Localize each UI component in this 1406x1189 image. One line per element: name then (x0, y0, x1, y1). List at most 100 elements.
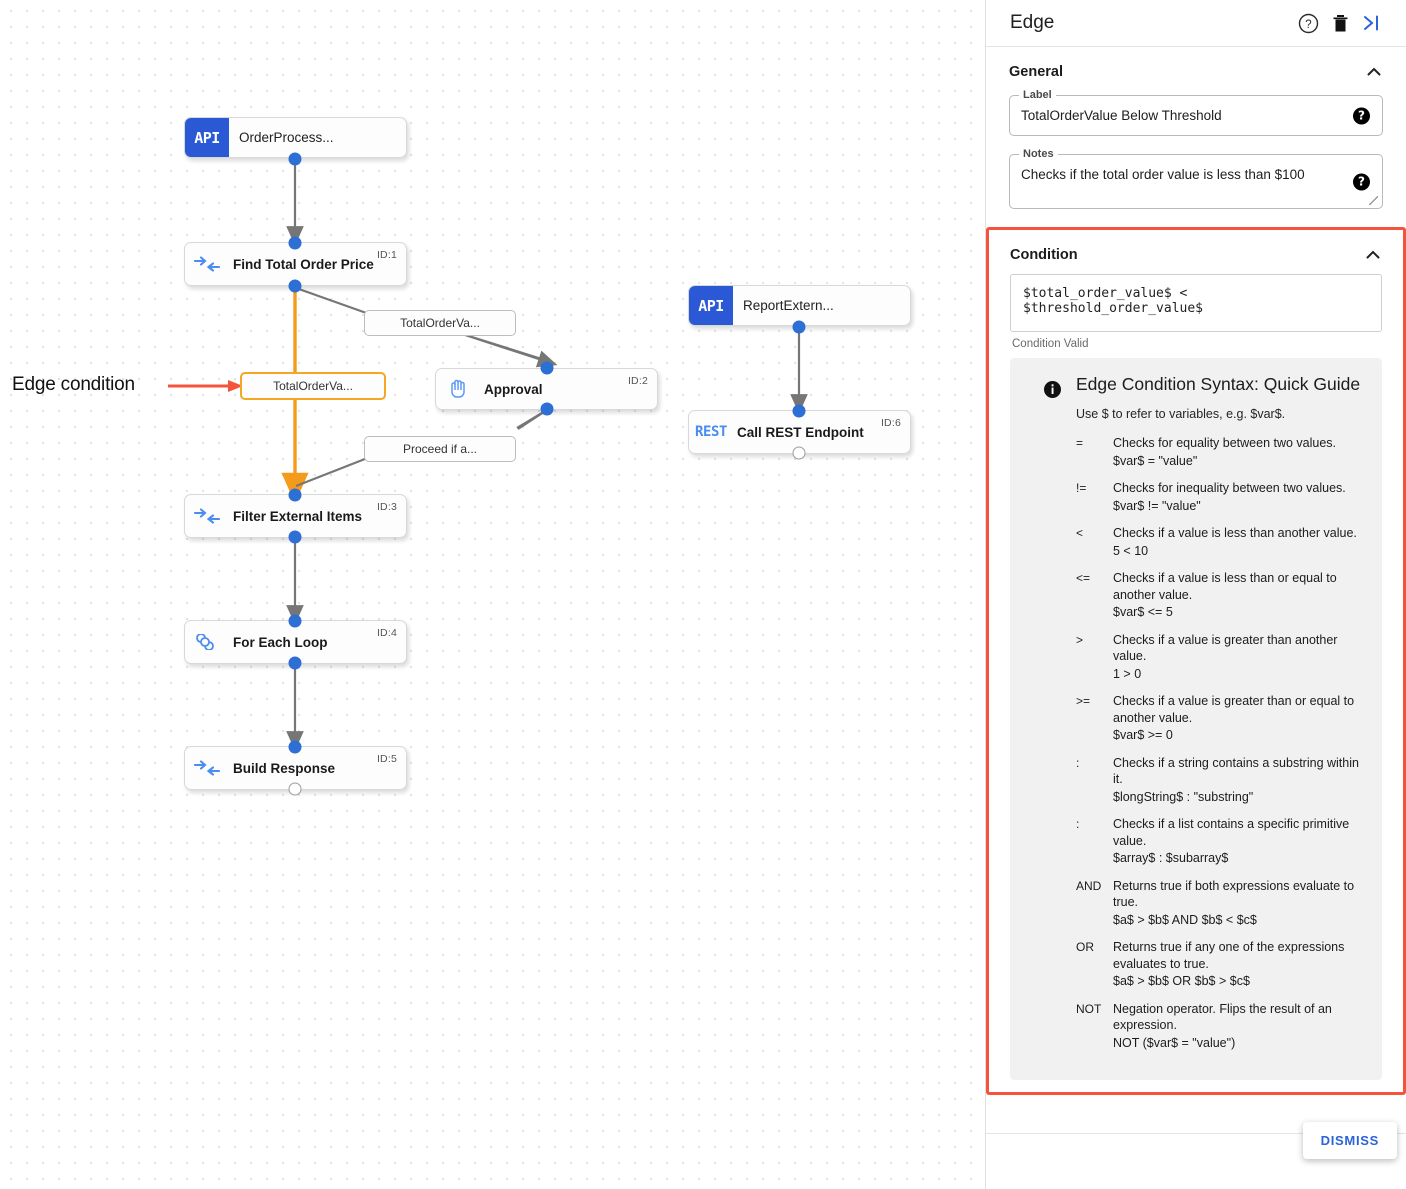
operator-example: $longString$ : "substring" (1113, 789, 1254, 804)
operator-example: $var$ <= 5 (1113, 605, 1173, 619)
node-output-port[interactable] (792, 320, 806, 334)
operator-description-block: Checks if a list contains a specific pri… (1113, 816, 1364, 867)
operator-description-block: Negation operator. Flips the result of a… (1113, 1001, 1364, 1052)
operator-description: Checks for equality between two values. (1113, 436, 1337, 450)
operator-example: 1 > 0 (1113, 666, 1142, 681)
node-output-port[interactable] (288, 782, 302, 796)
edge-properties-panel: Edge ? General Label TotalOrderValue Bel… (985, 0, 1406, 1189)
operator-description-block: Checks if a value is less than another v… (1113, 525, 1364, 559)
operator-description: Checks if a string contains a substring … (1113, 755, 1359, 787)
node-title: Filter External Items (233, 508, 363, 524)
node-output-port[interactable] (792, 446, 806, 460)
operator-symbol: NOT (1076, 1001, 1102, 1016)
node-input-port[interactable] (288, 488, 302, 502)
operator-row: >=Checks if a value is greater than or e… (1076, 693, 1364, 744)
operator-description-block: Checks if a value is greater than anothe… (1113, 632, 1364, 683)
node-id-label: ID:3 (376, 501, 397, 513)
operator-example: $a$ > $b$ AND $b$ < $c$ (1113, 912, 1257, 927)
svg-text:?: ? (1305, 18, 1311, 30)
notes-help-icon[interactable]: ? (1353, 173, 1370, 190)
node-output-port[interactable] (288, 530, 302, 544)
node-id-label: ID:1 (376, 249, 397, 261)
condition-validity-status: Condition Valid (1012, 338, 1089, 350)
hand-icon (436, 369, 480, 409)
condition-heading: Condition (1010, 247, 1078, 263)
operator-row: <= Checks if a value is less than or equa… (1076, 570, 1364, 621)
node-input-port[interactable] (288, 740, 302, 754)
collapse-panel-icon[interactable] (1356, 7, 1388, 39)
trash-icon[interactable] (1324, 7, 1356, 39)
node-id-label: ID:2 (627, 375, 648, 387)
node-title: Find Total Order Price (233, 256, 374, 272)
node-id-label: ID:6 (880, 417, 901, 429)
panel-header: Edge ? (986, 0, 1406, 47)
general-section: General Label TotalOrderValue Below Thre… (986, 47, 1406, 209)
operator-description: Checks if a value is greater than or equ… (1113, 694, 1355, 725)
operator-example: $var$ >= 0 (1113, 728, 1173, 742)
chevron-up-icon[interactable] (1365, 63, 1383, 81)
operator-symbol: : (1076, 817, 1080, 831)
merge-arrows-icon (185, 243, 229, 285)
node-input-port[interactable] (288, 614, 302, 628)
operator-symbol: <= (1076, 571, 1091, 585)
operator-description-block: Checks if a string contains a substring … (1113, 755, 1364, 806)
label-field[interactable]: Label TotalOrderValue Below Threshold ? (1009, 89, 1383, 136)
general-section-header[interactable]: General (1009, 47, 1383, 91)
operator-row: :Checks if a string contains a substring… (1076, 755, 1364, 806)
workflow-canvas[interactable]: Edge condition API OrderProcess... Find … (0, 0, 985, 1189)
operator-example: 5 < 10 (1113, 543, 1149, 558)
operator-row: =Checks for equality between two values.… (1076, 435, 1364, 469)
api-badge-label: API (698, 296, 724, 315)
notes-field[interactable]: Notes Checks if the total order value is… (1009, 148, 1383, 209)
node-output-port[interactable] (540, 402, 554, 416)
node-input-port[interactable] (540, 361, 554, 375)
operator-description: Returns true if any one of the expressio… (1113, 940, 1345, 971)
node-title: Build Response (233, 760, 336, 776)
merge-arrows-icon (185, 495, 229, 537)
node-output-port[interactable] (288, 279, 302, 293)
guide-intro: Use $ to refer to variables, e.g. $var$. (1076, 407, 1286, 421)
textarea-resize-handle[interactable] (1369, 196, 1378, 205)
edge-chip-text: TotalOrderVa... (273, 379, 353, 393)
operator-description-block: Checks if a value is greater than or equ… (1113, 693, 1364, 744)
operator-description-block: Checks if a value is less than or equal … (1113, 570, 1364, 621)
dismiss-button[interactable]: DISMISS (1302, 1122, 1397, 1159)
operator-description-block: Checks for equality between two values. $… (1113, 435, 1364, 469)
edge-label-chip-upper[interactable]: TotalOrderVa... (364, 310, 516, 336)
node-input-port[interactable] (792, 404, 806, 418)
operator-example: $array$ : $subarray$ (1113, 851, 1229, 865)
node-title: For Each Loop (233, 634, 328, 650)
operator-row: <Checks if a value is less than another … (1076, 525, 1364, 559)
node-id-label: ID:5 (376, 753, 397, 765)
operator-example: $var$ = "value" (1113, 453, 1198, 468)
operator-list: =Checks for equality between two values.… (1076, 435, 1364, 1051)
operator-description-block: Returns true if any one of the expressio… (1113, 939, 1364, 990)
edge-condition-annotation: Edge condition (12, 374, 135, 395)
node-title: Call REST Endpoint (737, 424, 864, 440)
operator-row: NOT Negation operator. Flips the result o… (1076, 1001, 1364, 1052)
chevron-up-icon[interactable] (1364, 246, 1382, 264)
edge-label-chip-selected[interactable]: TotalOrderVa... (240, 372, 386, 400)
operator-symbol: > (1076, 632, 1084, 647)
guide-title: Edge Condition Syntax: Quick Guide (1076, 374, 1361, 394)
help-circle-icon[interactable]: ? (1292, 7, 1324, 39)
operator-example: NOT ($var$ = "value") (1113, 1035, 1236, 1050)
node-output-port[interactable] (288, 152, 302, 166)
node-order-process[interactable]: API OrderProcess... (184, 117, 407, 158)
condition-section-header[interactable]: Condition (1010, 230, 1382, 274)
operator-description: Checks if a value is less than another v… (1113, 526, 1357, 540)
panel-title: Edge (1010, 12, 1055, 33)
label-field-label: Label (1019, 89, 1056, 101)
node-output-port[interactable] (288, 656, 302, 670)
condition-expression-input[interactable]: $total_order_value$ < $threshold_order_v… (1010, 274, 1382, 332)
api-badge-label: API (194, 128, 220, 147)
edge-label-chip-proceed[interactable]: Proceed if a... (364, 436, 516, 462)
label-field-value[interactable]: TotalOrderValue Below Threshold (1021, 108, 1222, 123)
notes-field-value[interactable]: Checks if the total order value is less … (1021, 167, 1305, 182)
edge-connectors (168, 160, 808, 751)
operator-description: Checks for inequality between two values… (1113, 481, 1346, 495)
node-report-external[interactable]: API ReportExtern... (688, 285, 911, 326)
node-input-port[interactable] (288, 236, 302, 250)
info-icon (1028, 374, 1076, 1062)
label-help-icon[interactable]: ? (1353, 107, 1370, 124)
